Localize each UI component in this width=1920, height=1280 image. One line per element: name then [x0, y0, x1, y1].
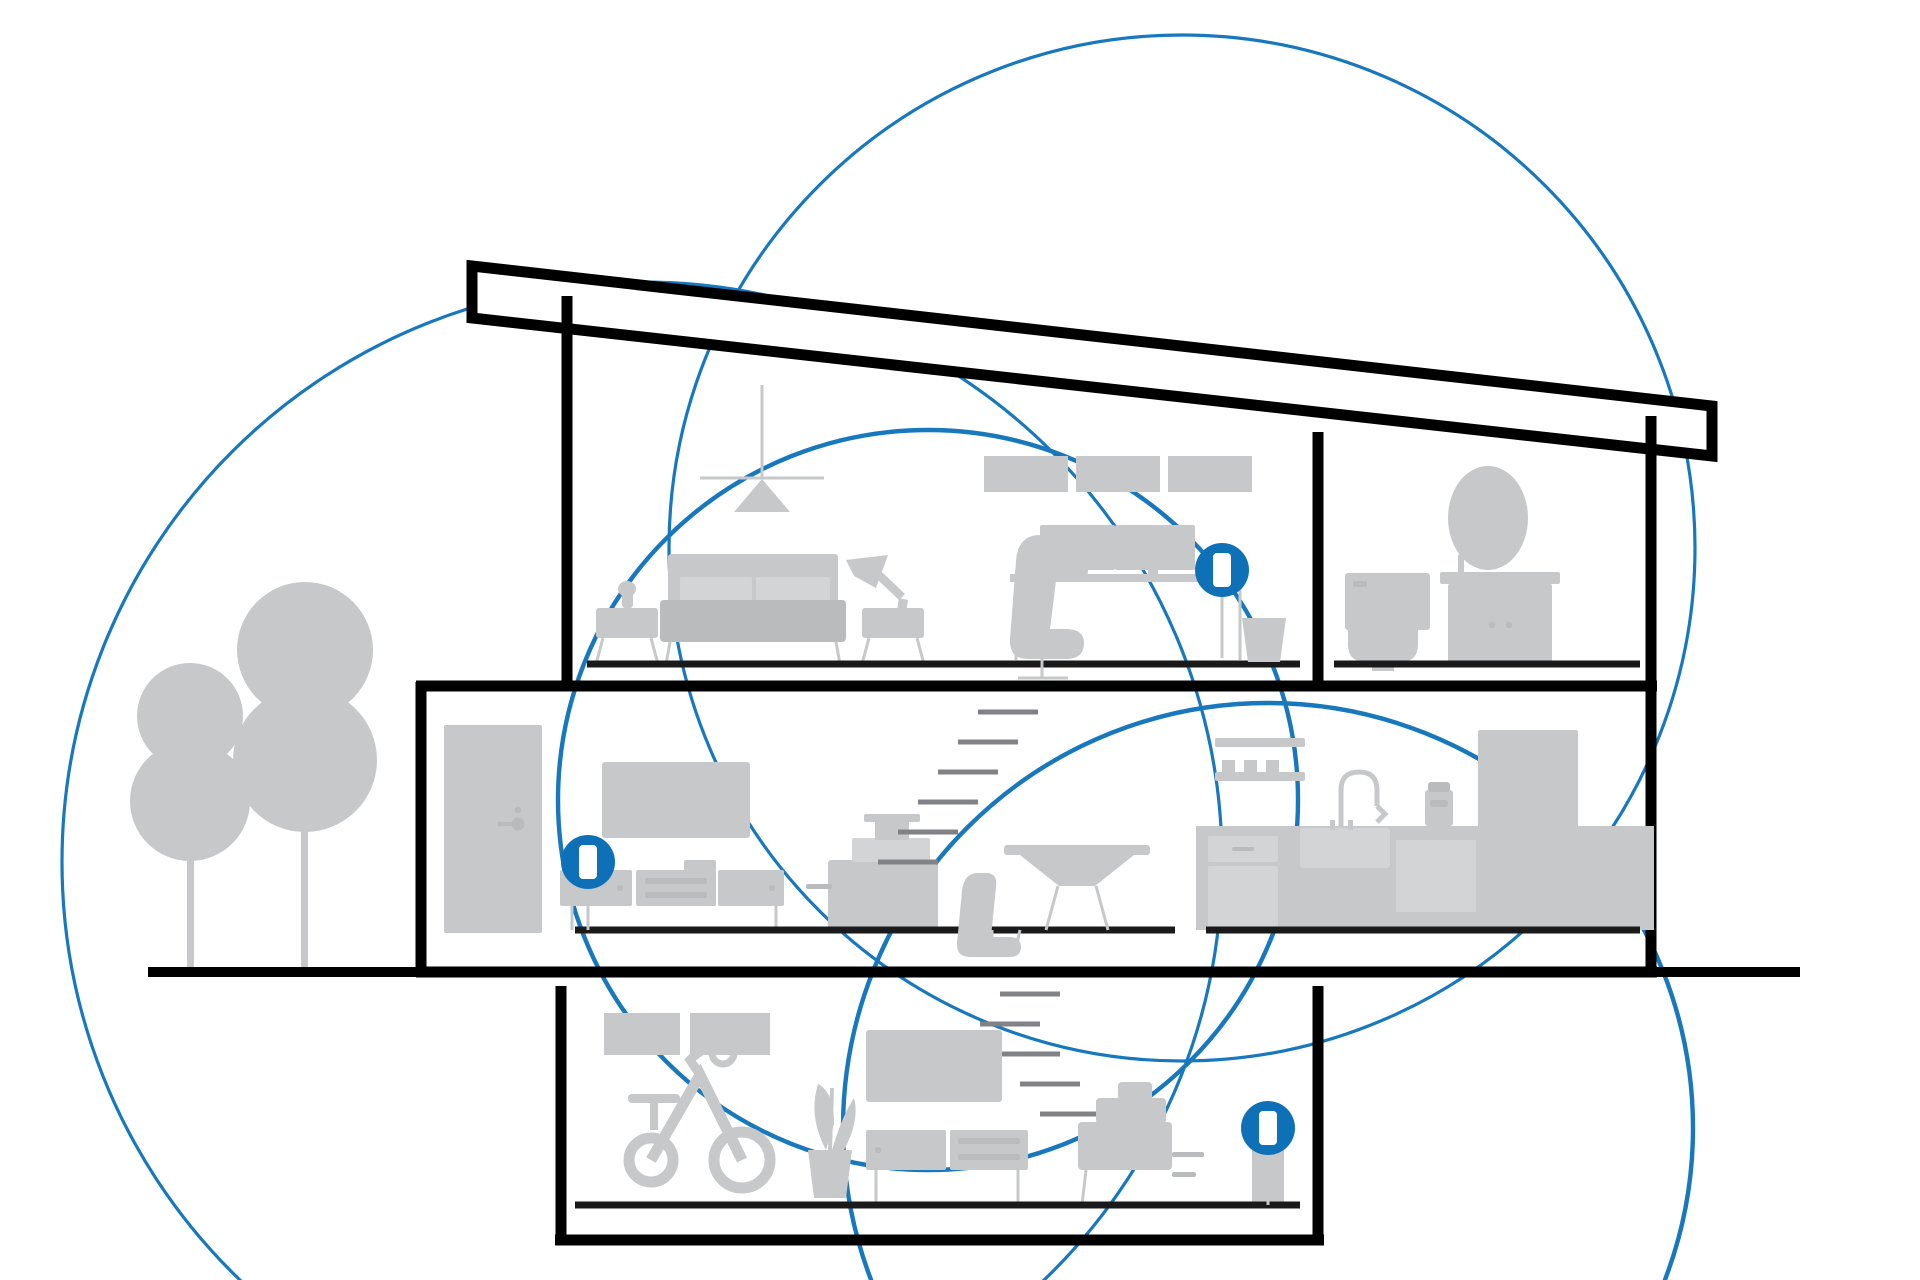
mesh-node-basement[interactable]	[1241, 1101, 1295, 1205]
tree-small	[130, 663, 250, 972]
basement-den	[575, 1013, 1300, 1209]
wall-art-panels	[984, 456, 1252, 492]
side-table-left	[594, 581, 660, 665]
oval-mirror	[1448, 466, 1528, 570]
toilet	[1345, 573, 1430, 671]
oven	[1396, 840, 1476, 912]
upper-living-room	[587, 385, 1300, 668]
waste-bin	[1242, 618, 1286, 662]
sink-basin	[1300, 769, 1390, 868]
potted-plant	[808, 1084, 856, 1198]
dishwasher	[1208, 836, 1278, 928]
tree-large	[233, 582, 377, 972]
sofa	[660, 554, 846, 665]
home-office	[984, 456, 1286, 680]
kitchen-faucet-icon	[1330, 769, 1389, 830]
refrigerator	[1478, 730, 1578, 930]
main-living-room	[444, 725, 1175, 934]
office-chair	[1009, 535, 1088, 680]
tv-screen	[602, 762, 750, 838]
exercise-bike	[623, 1018, 776, 1194]
kitchen	[1196, 730, 1654, 934]
sideboard	[806, 884, 832, 889]
front-door	[444, 725, 542, 933]
printer	[808, 814, 938, 930]
wall-shelf-upper	[1215, 738, 1305, 747]
basement-console	[866, 1130, 1028, 1205]
sloped-roof	[466, 259, 1718, 463]
mesh-node-living[interactable]	[561, 835, 615, 930]
structure-walls	[415, 296, 1657, 1246]
mesh-node-office[interactable]	[1195, 543, 1249, 658]
side-table-right	[860, 608, 926, 665]
mesh-node-basement-screen	[1259, 1111, 1277, 1145]
wall-shelf-lower	[1215, 760, 1305, 781]
basement-tv	[866, 1030, 1002, 1102]
dining-chair	[956, 873, 1022, 957]
staircase	[878, 709, 1100, 1117]
bathroom	[1334, 466, 1640, 671]
faucet-icon	[1458, 536, 1474, 576]
dining-stairs	[878, 709, 1150, 1117]
pendant-light-icon	[700, 385, 824, 512]
dining-table	[1004, 845, 1150, 931]
media-console	[560, 860, 784, 930]
wall-art-left	[604, 1013, 680, 1055]
armchair	[1078, 1082, 1204, 1206]
monitor-right	[1115, 525, 1195, 581]
vanity-cabinet	[1440, 536, 1560, 664]
coffee-machine	[1425, 782, 1453, 826]
mesh-node-office-screen	[1213, 553, 1231, 587]
door-handle-icon	[497, 806, 525, 831]
exterior-yard	[130, 582, 377, 972]
coverage-ring-upper-right	[667, 33, 1697, 1063]
mesh-node-living-screen	[579, 845, 597, 879]
